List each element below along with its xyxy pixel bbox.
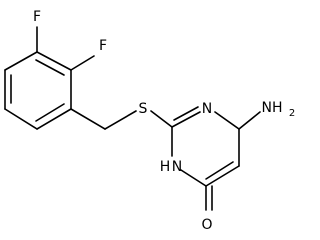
bond [238,111,261,130]
molecule-drawing: F F S N H N O NH 2 [4,9,295,233]
atom-label-ring-nitrogen-lower: N [172,159,182,175]
bond [104,110,137,130]
atom-label-ring-nitrogen-upper: N [202,101,212,117]
bond [36,108,72,130]
atom-label-f-top: F [33,9,41,25]
atom-label-oxygen: O [201,217,212,233]
bond [4,51,38,71]
atom-label-f-right: F [99,38,107,54]
bond [70,108,106,130]
chemical-structure-canvas: F F S N H N O NH 2 [4,9,296,233]
bond [36,51,72,71]
atom-label-sulfur: S [139,101,148,117]
bond [205,165,240,187]
bond [35,59,65,76]
atom-label-amino-nh: NH [262,100,283,116]
bond [150,110,173,128]
bond [205,161,234,180]
bond [214,111,240,130]
bond [35,103,65,122]
atom-label-amino-subscript: 2 [289,108,295,119]
atom-label-ring-nh-h: H [160,159,171,175]
bond [180,169,207,187]
bond [173,106,199,121]
bond [70,55,95,71]
bond [4,108,38,130]
bond [171,111,201,128]
